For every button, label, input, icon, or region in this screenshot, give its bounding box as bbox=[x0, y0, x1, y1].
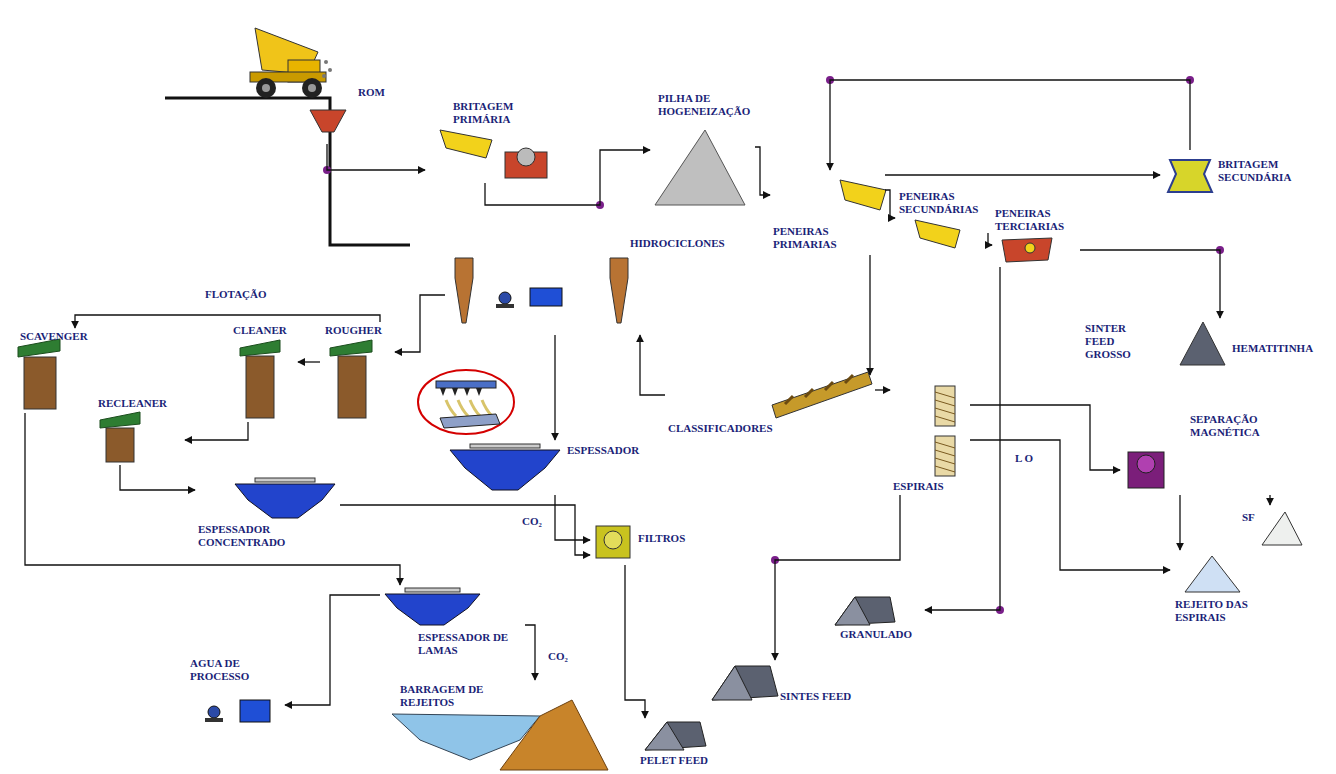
equipment-label: RECLEANER bbox=[98, 397, 167, 410]
equipment-label: SEPARAÇÃO MAGNÉTICA bbox=[1190, 413, 1285, 439]
flow-line bbox=[640, 335, 665, 395]
equipment-label: PENEIRAS PRIMARIAS bbox=[773, 225, 853, 251]
equipment-label: ESPESSADOR CONCENTRADO bbox=[198, 523, 298, 549]
text-label: L O bbox=[1015, 452, 1033, 465]
equipment-label: ESPESSADOR DE LAMAS bbox=[418, 631, 513, 657]
flow-line bbox=[395, 295, 445, 352]
equipment-node: ROUGHER bbox=[320, 322, 395, 422]
flow-line bbox=[525, 625, 535, 680]
flow-line bbox=[327, 144, 425, 170]
equipment-node: HEMATITINHA bbox=[1175, 318, 1325, 368]
equipment-node: FILTROS bbox=[590, 520, 695, 565]
flow-line bbox=[755, 147, 770, 195]
equipment-node: PENEIRAS SECUNDÁRIAS bbox=[895, 188, 988, 250]
flow-line bbox=[120, 465, 195, 490]
text-label: FLOTAÇÃO bbox=[205, 288, 267, 301]
text-label: CO₂ bbox=[548, 650, 568, 663]
equipment-node: PENEIRAS PRIMARIAS bbox=[770, 170, 885, 255]
equipment-node: ESPESSADOR bbox=[445, 440, 655, 495]
flow-line bbox=[830, 80, 1190, 170]
equipment-label: REJEITO DAS ESPIRAIS bbox=[1175, 598, 1260, 624]
equipment-node: ESPIRAIS bbox=[890, 380, 970, 495]
equipment-label: BRITAGEM PRIMÁRIA bbox=[453, 100, 533, 126]
equipment-label: PENEIRAS SECUNDÁRIAS bbox=[899, 190, 984, 216]
equipment-node: PENEIRAS TERCIARIAS bbox=[992, 205, 1080, 267]
equipment-label: HIDROCICLONES bbox=[630, 237, 725, 250]
equipment-label: PENEIRAS TERCIARIAS bbox=[995, 207, 1075, 233]
equipment-label: BARRAGEM DE REJEITOS bbox=[400, 683, 495, 709]
equipment-label: BRITAGEM SECUNDÁRIA bbox=[1218, 158, 1298, 184]
flow-line bbox=[1179, 495, 1180, 550]
flow-line bbox=[554, 335, 555, 440]
equipment-label: FILTROS bbox=[638, 532, 685, 545]
flow-line bbox=[25, 413, 400, 585]
equipment-node: BRITAGEM SECUNDÁRIA bbox=[1160, 150, 1325, 200]
flow-line bbox=[885, 174, 1160, 175]
equipment-node: CLEANER bbox=[228, 322, 298, 422]
equipment-label: ROUGHER bbox=[325, 324, 382, 337]
text-label: SINTER FEED GROSSO bbox=[1085, 322, 1135, 361]
equipment-node: SINTES FEED bbox=[705, 660, 856, 720]
equipment-label: SINTES FEED bbox=[780, 690, 851, 703]
equipment-label: ROM bbox=[358, 86, 385, 99]
equipment-node: SEPARAÇÃO MAGNÉTICA bbox=[1120, 410, 1295, 495]
flow-line bbox=[555, 495, 590, 540]
flow-line bbox=[285, 595, 380, 705]
equipment-label: ESPIRAIS bbox=[893, 480, 944, 493]
flow-line bbox=[485, 150, 650, 205]
equipment-node: GRANULADO bbox=[825, 590, 925, 645]
text-label: CO₂ bbox=[522, 515, 542, 528]
equipment-node: PELET FEED bbox=[635, 718, 745, 770]
flow-line bbox=[1080, 250, 1220, 318]
equipment-node: ESPESSADOR DE LAMAS bbox=[380, 585, 525, 660]
flow-line bbox=[625, 565, 645, 718]
flow-line bbox=[185, 422, 248, 440]
equipment-node: CLASSIFICADORES bbox=[665, 375, 875, 440]
equipment-label: ESPESSADOR bbox=[567, 444, 639, 457]
equipment-label: CLEANER bbox=[233, 324, 287, 337]
equipment-node: BRITAGEM PRIMÁRIA bbox=[425, 98, 555, 183]
equipment-node: REJEITO DAS ESPIRAIS bbox=[1170, 550, 1305, 635]
equipment-label: CLASSIFICADORES bbox=[668, 422, 773, 435]
flow-line bbox=[925, 267, 1000, 610]
equipment-node: AGUA DE PROCESSO bbox=[185, 655, 285, 730]
equipment-label: PILHA DE HOGENEIZAÇÃO bbox=[658, 92, 753, 118]
equipment-node: PILHA DE HOGENEIZAÇÃO bbox=[650, 92, 755, 207]
flow-line bbox=[970, 405, 1120, 470]
equipment-label: SCAVENGER bbox=[20, 330, 88, 343]
flow-line bbox=[1269, 495, 1270, 505]
equipment-node: BARRAGEM DE REJEITOS bbox=[385, 680, 610, 770]
equipment-node: ESPESSADOR CONCENTRADO bbox=[195, 475, 340, 553]
equipment-label: PELET FEED bbox=[640, 754, 708, 767]
flow-line bbox=[869, 255, 870, 375]
flow-line bbox=[988, 233, 992, 245]
equipment-node: RECLEANER bbox=[95, 395, 185, 465]
equipment-node: HIDROCICLONES bbox=[445, 235, 730, 335]
flow-line bbox=[875, 389, 890, 390]
flow-line bbox=[298, 361, 320, 362]
flow-line bbox=[885, 190, 895, 218]
equipment-node: SCAVENGER bbox=[15, 328, 100, 413]
flow-line bbox=[340, 505, 590, 555]
equipment-label: AGUA DE PROCESSO bbox=[190, 657, 260, 683]
equipment-node: SF bbox=[1240, 505, 1305, 550]
equipment-label: GRANULADO bbox=[840, 628, 912, 641]
equipment-label: SF bbox=[1242, 511, 1255, 524]
equipment-node: ROM bbox=[300, 82, 395, 144]
equipment-label: HEMATITINHA bbox=[1232, 342, 1313, 355]
